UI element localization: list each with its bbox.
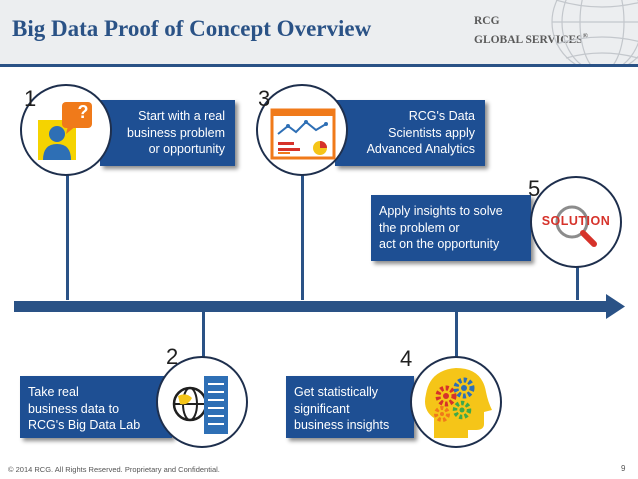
step-3-line-1: RCG's Data xyxy=(408,109,475,123)
timeline-arrow xyxy=(14,294,625,319)
globe-server-icon xyxy=(172,376,228,434)
step-4-number: 4 xyxy=(400,346,413,371)
magnifier-solution-icon xyxy=(555,205,597,247)
globe-watermark-icon xyxy=(551,0,638,64)
step-5-line-1: Apply insights to solve xyxy=(379,204,503,218)
connector-step-1 xyxy=(66,170,69,300)
step-5-line-2: the problem or xyxy=(379,220,460,235)
step-2-circle xyxy=(156,356,248,448)
step-4-circle xyxy=(410,356,502,448)
step-3-text-box: RCG's Data Scientists apply Advanced Ana… xyxy=(335,100,485,166)
step-4-line-3: business insights xyxy=(294,418,390,432)
page-number: 9 xyxy=(621,464,626,473)
step-4-text-box: Get statistically significant business i… xyxy=(286,376,414,438)
brand-line-2: GLOBAL SERVICES xyxy=(474,33,583,46)
slide-title: Big Data Proof of Concept Overview xyxy=(12,16,372,41)
step-1-line-2: business problem xyxy=(127,125,225,140)
connector-step-5 xyxy=(576,258,579,300)
step-5-number: 5 xyxy=(528,176,541,201)
step-1-number: 1 xyxy=(24,86,37,111)
step-2-number: 2 xyxy=(166,344,179,369)
question-mark: ? xyxy=(77,102,89,122)
solution-word: SOLUTION xyxy=(541,214,611,228)
header-rule xyxy=(0,64,638,67)
analytics-dashboard-icon xyxy=(270,108,336,160)
step-3-line-3: Advanced Analytics xyxy=(366,142,475,156)
step-1-line-1: Start with a real xyxy=(138,109,225,123)
step-5-circle: SOLUTION xyxy=(530,176,622,268)
person-question-icon xyxy=(38,102,92,160)
step-5-line-3: act on the opportunity xyxy=(379,237,500,251)
step-4-line-2: significant xyxy=(294,401,350,416)
step-1-circle: ? xyxy=(20,84,112,176)
step-1-text-box: Start with a real business problem or op… xyxy=(100,100,235,166)
head-gears-icon xyxy=(425,368,492,438)
copyright-footer: © 2014 RCG. All Rights Reserved. Proprie… xyxy=(8,465,220,474)
step-2-line-2: business data to xyxy=(28,401,120,416)
step-3-line-2: Scientists apply xyxy=(388,125,475,140)
step-2-text-box: Take real business data to RCG's Big Dat… xyxy=(20,376,172,438)
connector-step-4 xyxy=(455,312,458,360)
step-1-line-3: or opportunity xyxy=(148,142,225,156)
header-band xyxy=(0,0,638,64)
step-3-circle xyxy=(256,84,348,176)
step-4-line-1: Get statistically xyxy=(294,385,379,399)
connector-step-2 xyxy=(202,312,205,360)
connector-step-3 xyxy=(301,170,304,300)
step-5-text-box: Apply insights to solve the problem or a… xyxy=(371,195,531,261)
step-3-number: 3 xyxy=(258,86,271,111)
step-2-line-1: Take real xyxy=(28,385,79,399)
registered-mark: ® xyxy=(582,32,588,40)
step-2-line-3: RCG's Big Data Lab xyxy=(28,418,141,432)
brand-line-1: RCG xyxy=(474,15,500,27)
brand-logo-text: RCG GLOBAL SERVICES® xyxy=(474,14,588,48)
